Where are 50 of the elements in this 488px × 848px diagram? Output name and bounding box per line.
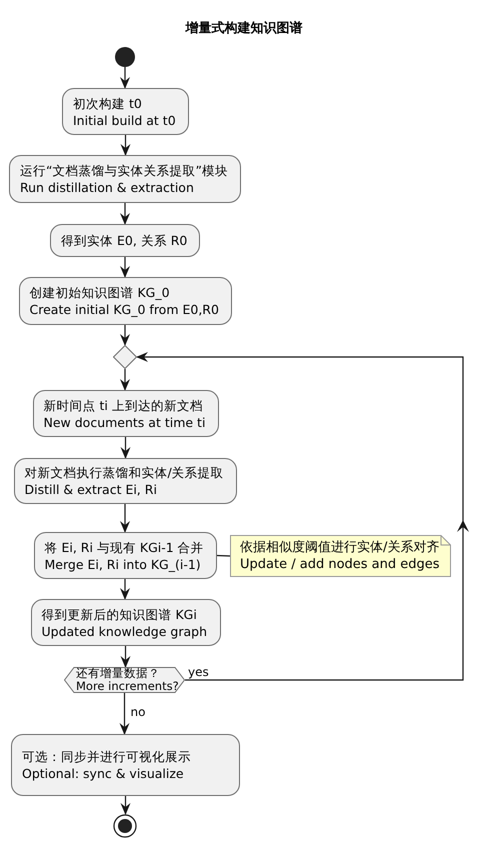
arrow <box>120 437 130 459</box>
end-node <box>113 814 137 838</box>
arrow <box>120 693 130 735</box>
node-text: 运行“文档蒸馏与实体关系提取”模块 <box>20 162 229 179</box>
title: 增量式构建知识图谱 <box>184 20 304 37</box>
start-node <box>115 47 135 67</box>
node-text: New documents at time ti <box>44 414 206 430</box>
merge-diamond <box>113 345 137 369</box>
loop-arrow <box>136 352 469 681</box>
activity-box <box>32 390 218 437</box>
node-text: Run distillation & extraction <box>20 179 195 196</box>
decision-hexagon <box>64 667 185 693</box>
arrow <box>120 579 130 600</box>
arrow <box>120 135 130 156</box>
activity-box <box>34 532 216 579</box>
node-text: 还有增量数据？ <box>76 667 161 680</box>
arrow <box>120 646 130 668</box>
note <box>230 535 452 577</box>
arrow <box>120 796 130 815</box>
arrow <box>120 67 130 89</box>
activity-box <box>14 458 236 504</box>
node-text: More increments? <box>76 680 180 693</box>
node-text: 得到更新后的知识图谱 KGi <box>42 606 198 622</box>
activity-box <box>11 734 240 796</box>
node-text: Optional: sync & visualize <box>22 765 185 782</box>
node-text: Initial build at t0 <box>73 112 177 128</box>
node-text: 将 Ei, Ri 与现有 KGi-1 合并 <box>44 538 205 556</box>
arrow <box>120 203 130 225</box>
activity-box <box>62 88 189 135</box>
node-text: 初次构建 t0 <box>73 94 143 112</box>
node-text: 创建初始知识图谱 KG_0 <box>30 284 171 301</box>
arrow <box>120 369 130 391</box>
node-text: 依据相似度阈值进行实体/关系对齐 <box>240 539 440 556</box>
node-text: 新时间点 ti 上到达的新文档 <box>44 396 204 414</box>
activity-box <box>50 224 200 257</box>
node-text: Merge Ei, Ri into KG_(i-1) <box>44 556 202 572</box>
activity-box <box>9 155 241 203</box>
node-text: 得到实体 E0, 关系 R0 <box>61 232 188 249</box>
node-text: Create initial KG_0 from E0,R0 <box>30 301 220 318</box>
leader-line <box>216 554 230 557</box>
node-text: Updated knowledge graph <box>42 622 208 640</box>
node-text: 可选：同步并进行可视化展示 <box>22 748 192 765</box>
arrow <box>120 504 130 533</box>
node-text: Update / add nodes and edges <box>240 556 441 573</box>
arrow <box>120 325 130 346</box>
activity-box <box>18 277 232 325</box>
node-text: Distill & extract Ei, Ri <box>24 481 158 498</box>
activity-box <box>30 599 220 646</box>
node-text: 对新文档执行蒸馏和实体/关系提取 <box>24 464 225 481</box>
arrow <box>120 257 130 278</box>
